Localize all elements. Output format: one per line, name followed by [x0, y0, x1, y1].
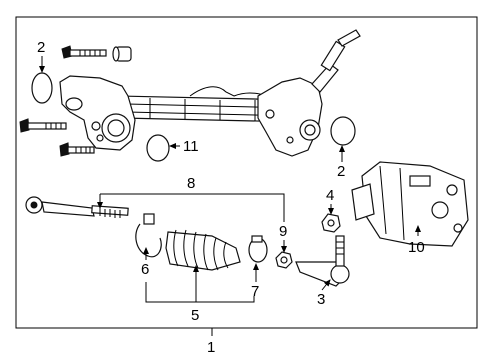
- o-ring-right: [330, 116, 356, 146]
- callout-3: 3: [317, 291, 325, 308]
- o-ring-lower: [146, 134, 170, 162]
- boot-clamp-large: [135, 213, 162, 258]
- callout-7: 7: [251, 283, 259, 300]
- callout-9: 9: [279, 223, 287, 240]
- callout-10: 10: [408, 239, 425, 256]
- mounting-bolt-left: [19, 118, 67, 133]
- callout-4: 4: [326, 187, 334, 204]
- callout-5: 5: [191, 307, 199, 324]
- callout-1: 1: [207, 339, 215, 356]
- rack-boot: [165, 229, 241, 271]
- boot-clamp-small: [248, 235, 268, 263]
- jam-nut: [275, 251, 293, 269]
- callout-2-left: 2: [37, 39, 45, 56]
- power-assist-motor: [351, 161, 469, 247]
- mounting-bolt-top: [61, 45, 107, 59]
- outer-tie-rod-end: [295, 235, 350, 287]
- inner-tie-rod: [25, 196, 129, 218]
- callout-6: 6: [141, 261, 149, 278]
- callout-8: 8: [187, 175, 195, 192]
- o-ring-left: [31, 72, 53, 104]
- bushing-top: [112, 46, 132, 62]
- tie-rod-nut: [321, 213, 341, 233]
- mounting-bolt-lower: [59, 142, 95, 157]
- diagram-frame: [15, 16, 478, 329]
- callout-11: 11: [183, 138, 199, 155]
- steering-gear-housing: [59, 29, 361, 157]
- callout-2-right: 2: [337, 163, 345, 180]
